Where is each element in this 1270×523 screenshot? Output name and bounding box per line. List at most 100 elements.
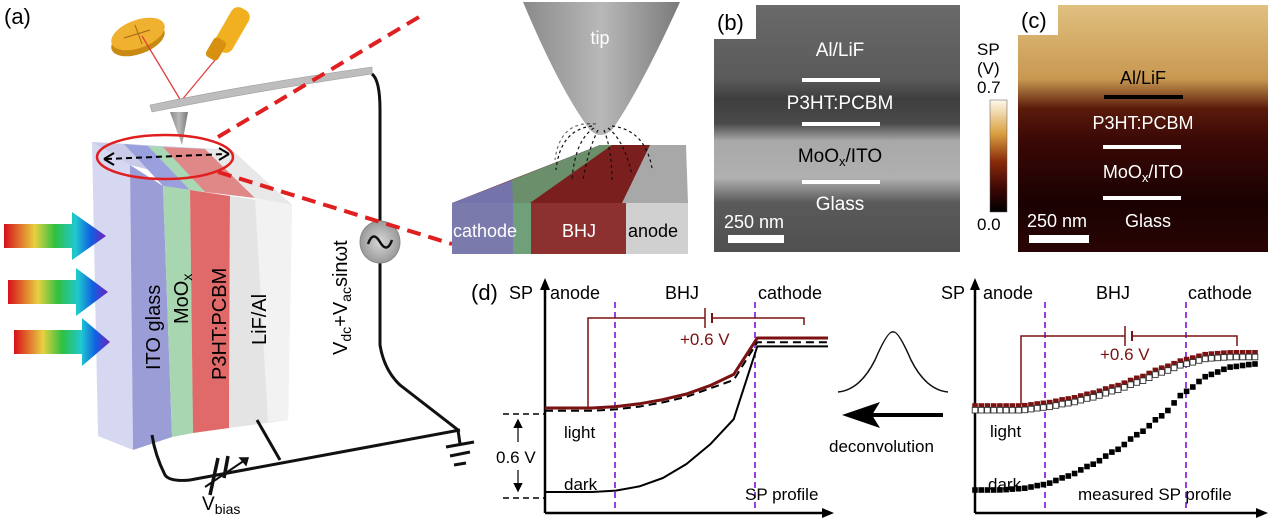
chart-right-point	[1040, 404, 1047, 411]
chart-right-point	[996, 406, 1004, 414]
chart-right-point	[1115, 382, 1121, 389]
bhj-block	[531, 203, 626, 254]
chart-right-point	[1134, 375, 1140, 382]
chart-right-point	[1233, 353, 1240, 361]
chart-right-point	[978, 487, 984, 493]
chart-right-point	[1158, 369, 1165, 376]
chart-right-point	[1251, 353, 1259, 361]
ac-source-icon	[359, 220, 401, 264]
circuit-wire-top	[370, 72, 382, 222]
chart-right-point	[1059, 397, 1065, 403]
chart-left-series-light	[545, 341, 828, 412]
scan-direction-arrow	[105, 153, 227, 160]
chart-right-point	[1028, 484, 1034, 490]
chart-right-point	[1009, 486, 1016, 492]
chart-right-point	[1046, 403, 1053, 411]
chart-right-point	[1152, 417, 1159, 423]
chart-right-point	[997, 487, 1003, 493]
chart-right-point	[1214, 354, 1221, 362]
chart-right-point	[1146, 422, 1152, 429]
chart-right-point	[1040, 400, 1047, 407]
chart-right-point	[1065, 396, 1072, 402]
chart-right-point	[1071, 470, 1078, 477]
chart-right-point	[1121, 441, 1128, 448]
gaussian-kernel-icon	[837, 331, 949, 393]
panel-d: (d) SP anode BHJ cathode +0.6 V 0.6 V	[471, 278, 1268, 518]
anode-label: anode	[628, 221, 678, 241]
bhj-label: BHJ	[562, 221, 596, 241]
zoom-line-bottom	[217, 170, 453, 246]
chart-right-point	[1084, 391, 1090, 398]
chart-right-point	[1139, 377, 1147, 384]
chart-right-point	[1102, 453, 1109, 459]
interlayer-block	[513, 203, 531, 254]
chart-right-point	[1015, 485, 1022, 492]
chart-right-point	[1171, 400, 1177, 406]
chart-right-point	[1145, 374, 1153, 381]
chart-right-point	[1221, 350, 1227, 356]
laser-beam-reflected	[141, 35, 182, 102]
chart-right-point	[1158, 365, 1165, 371]
layer-label-moox: MoOx	[171, 274, 195, 324]
chart-right-point	[1246, 361, 1252, 368]
chart-right-point	[1009, 406, 1016, 414]
chart-left-series-light-0-6-v	[545, 336, 828, 410]
chart-right-point	[1171, 360, 1177, 367]
colorbar-min: 0.0	[977, 215, 1001, 234]
bias-label: Vbias	[202, 494, 240, 517]
chart-right-point	[1009, 403, 1016, 409]
chart-right-point	[1146, 370, 1152, 377]
chart-right-point	[1059, 475, 1065, 481]
chart-right-point	[1003, 403, 1009, 409]
sem-layer-moox-ito: MoOx/ITO	[798, 146, 882, 169]
chart-right-ylabel: SP	[941, 283, 965, 303]
chart-right-point	[1170, 364, 1178, 372]
chart-right-point	[1177, 358, 1184, 364]
chart-right-point	[1252, 350, 1258, 356]
variable-battery-icon	[204, 455, 249, 496]
afm-tip-icon	[170, 112, 188, 145]
chart-right-point	[1208, 355, 1215, 362]
chart-right-point	[1027, 405, 1035, 413]
chart-right-point	[1239, 362, 1246, 369]
chart-right-point	[1053, 477, 1059, 484]
light-arrow-icon	[4, 212, 110, 366]
chart-right-point	[1233, 350, 1240, 356]
sem-scalebar-label: 250 nm	[724, 212, 784, 232]
chart-right-point	[1108, 387, 1116, 395]
chart-right-point	[1245, 353, 1253, 361]
chart-right-point	[997, 403, 1003, 409]
chart-right-point	[1033, 404, 1041, 412]
chart-right-point	[1165, 407, 1171, 414]
chart-right-point	[984, 406, 991, 414]
scan-region-ellipse	[95, 133, 235, 181]
chart-right-point	[1114, 386, 1122, 394]
sem-scalebar	[728, 235, 784, 243]
cathode-label: cathode	[453, 221, 517, 241]
chart-right-point	[1239, 353, 1246, 361]
chart-right-point	[1052, 402, 1060, 409]
chart-right-point	[1096, 388, 1103, 395]
chart-right-point	[972, 487, 978, 493]
chart-right-point	[1002, 406, 1010, 414]
chart-measured-sp-profile: SP anode BHJ cathode +0.6 V light dark m…	[941, 278, 1268, 518]
kpfm-layer-al-lif: Al/LiF	[1120, 68, 1166, 88]
chart-right-point	[1152, 371, 1159, 378]
chart-right-point	[1190, 384, 1196, 390]
panel-d-label: (d)	[471, 280, 498, 305]
device-side-face	[92, 142, 133, 450]
chart-right-point	[1071, 395, 1078, 401]
chart-right-point	[1134, 431, 1140, 438]
circuit-wire-bottom	[150, 428, 461, 482]
deconvolution-label: deconvolution	[829, 437, 934, 456]
chart-right-point	[1109, 449, 1115, 455]
chart-right-point	[1003, 486, 1009, 493]
chart-right-point	[1164, 367, 1172, 374]
anode-block	[626, 203, 688, 254]
source-voltage-label: Vdc+Vacsinωt	[330, 240, 354, 355]
layer-moox	[163, 186, 193, 437]
chart-right-point	[1127, 377, 1134, 384]
chart-right-xlabel: measured SP profile	[1078, 485, 1232, 504]
chart-left-region-bhj: BHJ	[665, 283, 699, 303]
chart-right-point	[1121, 380, 1128, 386]
